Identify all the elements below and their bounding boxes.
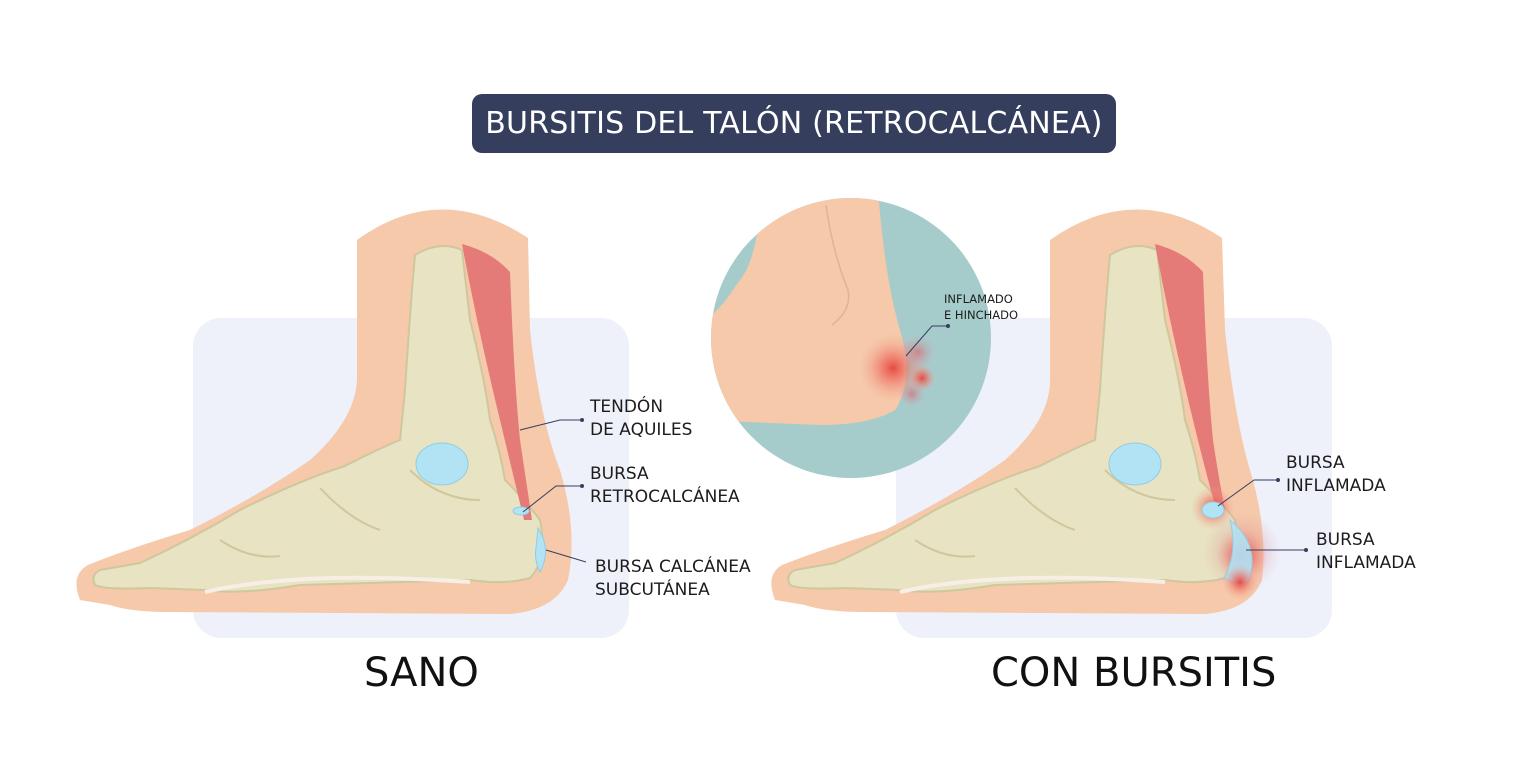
label-achilles-line2: DE AQUILES — [590, 420, 693, 440]
label-zoom-line1: INFLAMADO — [944, 292, 1013, 306]
healthy-retrocalcaneal-bursa — [512, 506, 530, 516]
inflammation-glow-4 — [1222, 564, 1258, 600]
zoom-inflammation-4 — [898, 380, 926, 408]
label-inflamed-bursa-1: BURSA INFLAMADA — [1286, 452, 1386, 498]
label-sub-line2: SUBCUTÁNEA — [595, 580, 710, 600]
caption-with-bursitis: CON BURSITIS — [991, 650, 1277, 696]
label-inflamed1-line2: INFLAMADA — [1286, 476, 1386, 496]
zoom-inflammation-2 — [900, 334, 936, 370]
healthy-talus-bursa — [415, 442, 469, 486]
label-inflamed-swollen: INFLAMADO E HINCHADO — [944, 291, 1018, 323]
label-sub-line1: BURSA CALCÁNEA — [595, 557, 751, 577]
inflamed-plantar-fascia — [899, 575, 1166, 594]
healthy-achilles-tendon — [462, 244, 532, 520]
inflamed-leader-dots — [1276, 478, 1308, 552]
inflamed-leaders — [1217, 479, 1306, 551]
label-achilles-tendon: TENDÓN DE AQUILES — [590, 396, 692, 442]
zoom-skin — [711, 198, 907, 425]
inflamed-bone-line — [914, 469, 1176, 558]
label-subcutaneous-bursa: BURSA CALCÁNEA SUBCUTÁNEA — [595, 556, 751, 602]
healthy-plantar-fascia — [204, 575, 471, 594]
label-retrocalcaneal-bursa: BURSA RETROCALCÁNEA — [590, 463, 740, 509]
label-inflamed1-line1: BURSA — [1286, 453, 1345, 473]
zoom-leader — [905, 325, 948, 357]
healthy-leaders — [519, 419, 587, 563]
label-achilles-line1: TENDÓN — [590, 397, 664, 417]
healthy-subcutaneous-bursa — [535, 526, 546, 574]
inflamed-foot — [771, 209, 1282, 614]
healthy-foot — [76, 209, 572, 614]
page-title: BURSITIS DEL TALÓN (RETROCALCÁNEA) — [485, 106, 1103, 141]
label-retro-line1: BURSA — [590, 464, 649, 484]
zoom-leader-dot — [946, 324, 950, 328]
label-inflamed2-line1: BURSA — [1316, 530, 1375, 550]
healthy-leader-dots — [580, 418, 584, 488]
healthy-bone-line — [219, 469, 481, 558]
zoom-skin-crease — [825, 204, 850, 326]
label-inflamed2-line2: INFLAMADA — [1316, 553, 1416, 573]
label-zoom-line2: E HINCHADO — [944, 308, 1019, 322]
label-retro-line2: RETROCALCÁNEA — [590, 487, 740, 507]
label-inflamed-bursa-2: BURSA INFLAMADA — [1316, 529, 1416, 575]
caption-healthy: SANO — [364, 650, 479, 696]
title-banner: BURSITIS DEL TALÓN (RETROCALCÁNEA) — [472, 94, 1116, 153]
inflamed-achilles-tendon — [1155, 244, 1225, 512]
zoom-circle — [711, 198, 991, 478]
inflamed-talus-bursa — [1108, 442, 1162, 486]
